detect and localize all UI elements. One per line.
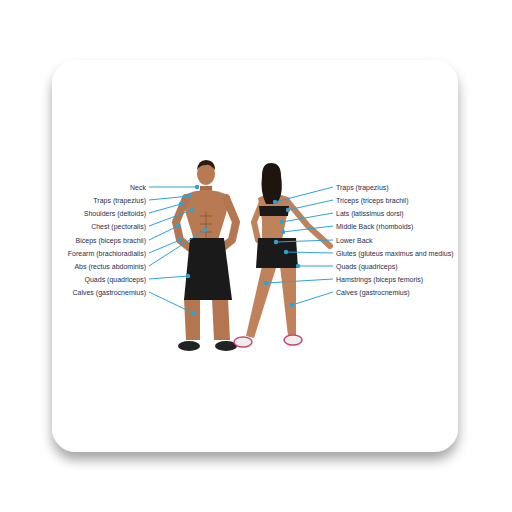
leader-line	[149, 210, 192, 226]
muscle-label: Lats (latissimus dorsi)	[336, 209, 404, 218]
leader-line	[149, 240, 180, 253]
leader-dot	[195, 185, 199, 189]
woman-figure	[234, 163, 330, 347]
leader-dot	[274, 240, 278, 244]
icon-background	[52, 60, 458, 452]
leader-dot	[264, 281, 268, 285]
leader-line	[275, 187, 333, 202]
muscle-label: Traps (trapezius)	[336, 183, 389, 192]
muscle-label: Shoulders (deltoids)	[84, 209, 146, 218]
muscle-label: Traps (trapezius)	[93, 196, 146, 205]
leader-line	[286, 252, 333, 253]
muscle-label: Calves (gastrocnemius)	[336, 288, 410, 297]
muscle-label: Biceps (biceps brachii)	[76, 236, 146, 245]
leader-line	[149, 230, 205, 266]
leader-dot	[176, 224, 180, 228]
muscle-label: Glutes (gluteus maximus and medius)	[336, 249, 454, 258]
leader-dot	[191, 311, 195, 315]
leader-line	[149, 204, 181, 213]
leader-line	[276, 240, 333, 242]
muscle-label: Triceps (triceps brachii)	[336, 196, 408, 205]
leader-dot	[188, 194, 192, 198]
leader-line	[149, 276, 188, 279]
leader-line	[282, 213, 333, 222]
leader-dot	[190, 208, 194, 212]
leader-dot	[286, 208, 290, 212]
leader-dot	[290, 303, 294, 307]
muscle-label: Lower Back	[336, 236, 373, 245]
muscle-label: Middle Back (rhomboids)	[336, 222, 413, 231]
muscle-label: Forearm (brachioradialis)	[68, 249, 146, 258]
leader-line	[266, 279, 333, 283]
leader-line	[149, 196, 190, 200]
leader-line	[283, 226, 333, 232]
leader-line	[288, 200, 333, 210]
leader-dot	[203, 228, 207, 232]
leader-dot	[186, 274, 190, 278]
leader-dot	[178, 238, 182, 242]
leader-line	[149, 292, 193, 313]
muscle-label: Hamstrings (biceps femoris)	[336, 275, 423, 284]
muscle-label: Abs (rectus abdominis)	[74, 262, 146, 271]
leader-line	[149, 226, 178, 240]
muscle-label: Chest (pectoralis)	[91, 222, 146, 231]
leader-dot	[179, 202, 183, 206]
leader-dot	[273, 200, 277, 204]
muscle-label: Calves (gastrocnemius)	[72, 288, 146, 297]
leader-line	[292, 292, 333, 305]
leader-dot	[284, 250, 288, 254]
leader-line	[149, 187, 197, 188]
leader-dot	[281, 230, 285, 234]
muscle-label: Quads (quadriceps)	[336, 262, 397, 271]
leader-dot	[280, 220, 284, 224]
muscle-label: Quads (quadriceps)	[85, 275, 146, 284]
muscle-label: Neck	[130, 183, 146, 192]
leader-dot	[296, 264, 300, 268]
leader-line	[298, 266, 333, 267]
man-figure	[176, 160, 237, 351]
